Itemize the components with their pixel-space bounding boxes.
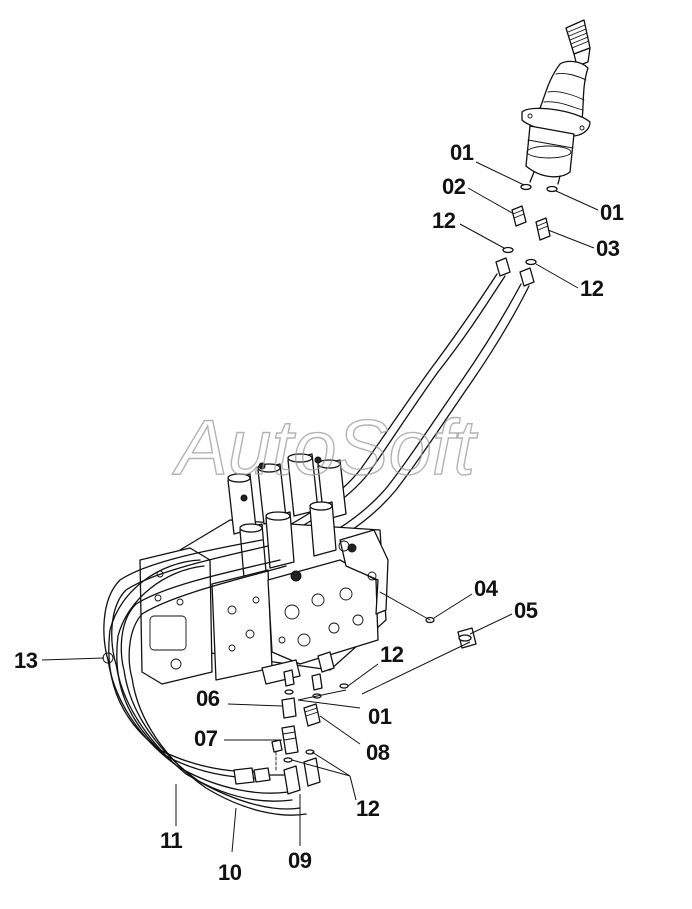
hose-bundle — [102, 539, 307, 816]
bottom-fittings — [233, 669, 323, 795]
callout-01-top: 01 — [450, 140, 474, 165]
callout-labels: 01 02 12 01 03 12 04 05 12 13 06 01 07 0… — [14, 140, 624, 885]
callout-12-center: 12 — [380, 642, 404, 667]
callout-13: 13 — [14, 648, 38, 673]
joystick-fittings — [502, 183, 558, 266]
callout-01-right: 01 — [600, 200, 624, 225]
callout-12-top: 12 — [432, 208, 456, 233]
callout-01-lower: 01 — [368, 704, 392, 729]
callout-02: 02 — [442, 174, 466, 199]
callout-03: 03 — [596, 236, 620, 261]
callout-05: 05 — [514, 598, 538, 623]
callout-12-right: 12 — [580, 276, 604, 301]
joystick-assembly — [521, 19, 591, 185]
watermark-text: AutoSoft — [172, 403, 479, 491]
callout-12-lower: 12 — [356, 796, 380, 821]
callout-06: 06 — [196, 686, 220, 711]
callout-07: 07 — [194, 726, 218, 751]
control-valve — [139, 453, 389, 685]
callout-11: 11 — [160, 828, 183, 853]
callout-04: 04 — [474, 576, 499, 601]
right-fittings — [317, 591, 477, 689]
callout-08: 08 — [366, 740, 390, 765]
callout-09: 09 — [288, 848, 312, 873]
callout-10: 10 — [218, 860, 242, 885]
leader-lines — [41, 161, 599, 853]
